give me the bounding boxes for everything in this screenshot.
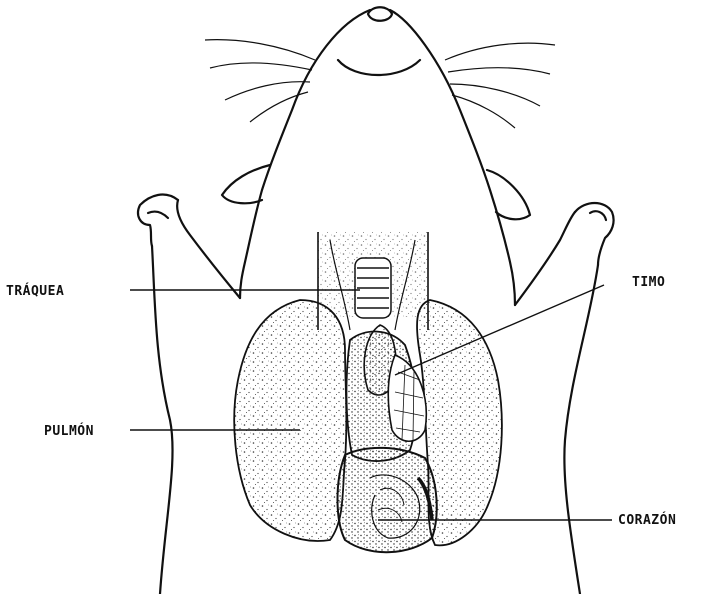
label-pulmon: PULMÓN: [44, 423, 94, 439]
heart: [338, 448, 437, 552]
label-timo: TIMO: [632, 275, 665, 290]
label-traquea: TRÁQUEA: [6, 283, 64, 299]
label-corazon: CORAZÓN: [618, 512, 676, 528]
whiskers: [205, 40, 555, 128]
trachea: [355, 258, 391, 318]
left-lung: [234, 300, 346, 541]
